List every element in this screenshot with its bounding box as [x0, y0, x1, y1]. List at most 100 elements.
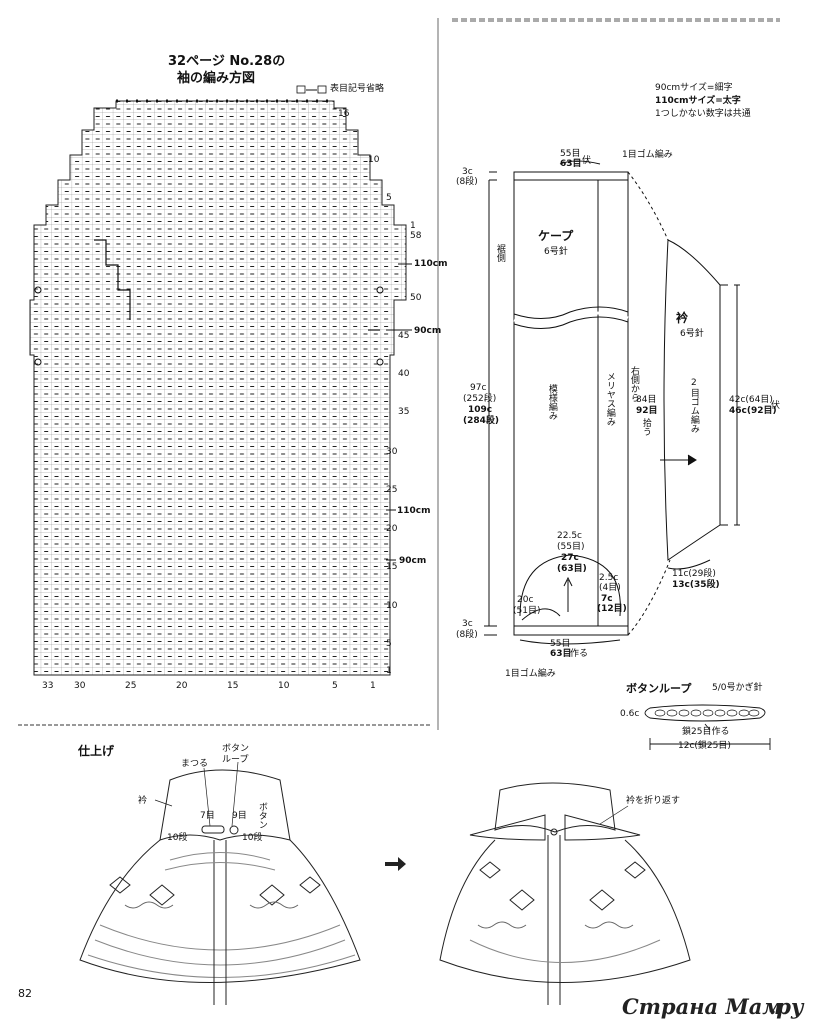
collar-rib-label: 2目ゴム編み [688, 378, 699, 433]
size-label-90-mid: 90cm [414, 326, 442, 336]
row-10-left: 10段 [167, 833, 188, 843]
size-note-thin: 90cmサイズ=細字 [655, 83, 733, 93]
pick-up-92: 92目 [636, 406, 658, 416]
row-label: 58 [410, 231, 422, 241]
bottom-height-rows: (8段) [456, 630, 478, 640]
total-height-thin: 97c [470, 383, 487, 393]
finishing-title: 仕上げ [78, 744, 115, 758]
dim-22-5: 22.5c [557, 531, 582, 541]
pick-up-label: 右側から [628, 366, 639, 402]
row-label: 50 [410, 293, 422, 303]
collar-low-bold: 13c(35段) [672, 580, 720, 590]
row-label: 5 [386, 193, 392, 203]
button-loop-chain: 鎖25目作る [682, 727, 730, 737]
chart-title-line2: 袖の編み方図 [177, 71, 256, 86]
size-note-bold: 110cmサイズ=太字 [655, 96, 741, 106]
pattern-knit-label: 模様編み [546, 384, 557, 420]
dim-20-stitches: (51目) [513, 606, 541, 616]
row-label: 10 [386, 601, 398, 611]
dim-2-5-stitches: (4目) [599, 583, 621, 593]
top-height-rows: (8段) [456, 177, 478, 187]
total-height-bold-rows: (284段) [463, 416, 500, 426]
row-label: 10 [368, 155, 380, 165]
collar-label: 衿 [138, 796, 148, 806]
top-stitches-bold: 63目 [560, 159, 582, 169]
button-loop-drawing [644, 704, 771, 750]
col-label: 10 [278, 681, 290, 691]
row-label: 35 [398, 407, 410, 417]
pick-up-84: 84目 [636, 395, 657, 405]
total-height-bold: 109c [468, 405, 493, 415]
button-loop-label1: ボタン [222, 744, 250, 754]
finishing-drawing-before [79, 769, 361, 1005]
button-loop-hook: 5/0号かぎ針 [712, 683, 763, 693]
bottom-stitches-bold: 63目 [550, 649, 572, 659]
collar-needle: 6号針 [680, 329, 704, 339]
total-height-thin-rows: (252段) [463, 394, 497, 404]
dim-27: 27c [561, 553, 579, 563]
pick-up-label2: 拾う [640, 418, 651, 436]
leader-lines [154, 761, 239, 827]
row-label: 40 [398, 369, 410, 379]
dim-20: 20c [517, 595, 534, 605]
cape-schematic [484, 160, 740, 645]
size-label-110-low: 110cm [397, 506, 431, 516]
row-label: 30 [386, 447, 398, 457]
collar-length-bold: 46c(92目) [729, 406, 777, 416]
watermark-suffix: .ру [769, 994, 804, 1019]
col-label: 5 [332, 681, 338, 691]
page-number: 82 [18, 987, 32, 1000]
col-label: 25 [125, 681, 137, 691]
bottom-stitches-thin: 55目 [550, 639, 571, 649]
collar-low-thin: 11c(29段) [672, 569, 716, 579]
button-loop-title: ボタンループ [626, 682, 692, 695]
size-note-common: 1つしかない数字は共通 [655, 109, 751, 119]
col-label: 30 [74, 681, 86, 691]
row-label: 45 [398, 331, 410, 341]
button-loop-width: 0.6c [620, 709, 640, 719]
chart-legend-text: 表目記号省略 [330, 84, 385, 94]
row-10-right: 10段 [242, 833, 263, 843]
watermark: Страна Мам [622, 994, 783, 1019]
finishing-drawing-after [439, 782, 691, 1005]
bottom-height-cm: 3c [462, 619, 473, 629]
stockinette-label: メリヤス編み [604, 372, 615, 426]
col-label: 33 [42, 681, 54, 691]
hem-side-label: 裾側 [494, 244, 505, 262]
button-loop-length: 12c(鎖25目) [678, 741, 731, 751]
row-label: 20 [386, 524, 398, 534]
col-label: 1 [370, 681, 376, 691]
col-label: 20 [176, 681, 188, 691]
row-label: 1 [410, 221, 416, 231]
row-label: 5 [386, 639, 392, 649]
size-label-90-low: 90cm [399, 556, 427, 566]
top-height-cm: 3c [462, 167, 473, 177]
collar-bind-off: 伏 [771, 401, 781, 411]
dim-22-5-stitches: (55目) [557, 542, 585, 552]
rows-7-label: 7目 [200, 811, 215, 821]
row-label: 1 [386, 666, 392, 676]
row-label: 16 [338, 109, 350, 119]
rows-9-label: 9目 [232, 811, 247, 821]
col-label: 15 [227, 681, 239, 691]
collar-length-thin: 42c(64目) [729, 395, 773, 405]
button-vertical-label: ボタン [256, 802, 267, 829]
bottom-cast-on: 作る [570, 649, 589, 659]
cape-title: ケープ [538, 229, 574, 243]
top-bind-off: 伏 [582, 156, 592, 166]
dim-27-stitches: (63目) [557, 564, 587, 574]
dim-7: 7c [601, 594, 613, 604]
knitting-chart [29, 85, 412, 676]
bottom-rib-label: 1目ゴム編み [505, 669, 556, 679]
arrow-icon [385, 857, 406, 871]
cape-needle: 6号針 [544, 247, 568, 257]
sew-label: まつる [181, 759, 209, 769]
dim-7-stitches: (12目) [597, 604, 627, 614]
row-label: 15 [386, 562, 398, 572]
fold-collar-label: 衿を折り返す [626, 796, 681, 806]
dim-2-5: 2.5c [599, 573, 619, 583]
size-label-110-top: 110cm [414, 259, 448, 269]
top-stitches-thin: 55目 [560, 149, 581, 159]
chart-title-line1: 32ページ No.28の [168, 54, 286, 69]
